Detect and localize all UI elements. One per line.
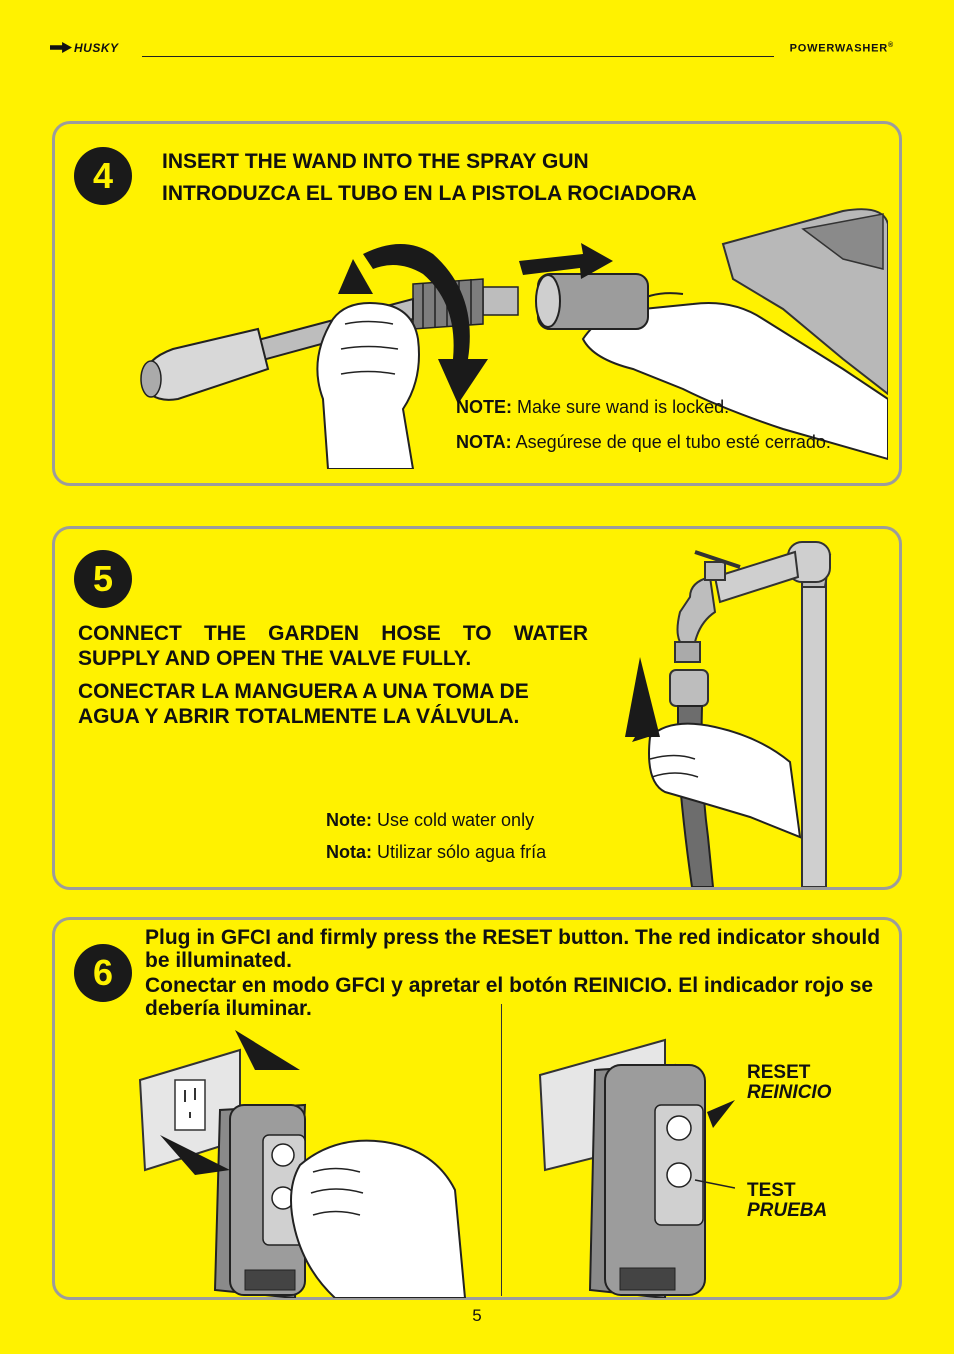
husky-logo: HUSKY [50, 41, 119, 55]
gfci-device-illustration [538, 1038, 735, 1298]
step-title-en: INSERT THE WAND INTO THE SPRAY GUN [162, 150, 589, 173]
note-en: Note: Use cold water only [326, 810, 535, 830]
gfci-plug-in-illustration [138, 1030, 467, 1298]
step-title-en: Plug in GFCI and firmly press the RESET … [145, 926, 881, 972]
reset-callout: RESET REINICIO [747, 1062, 832, 1103]
step-5-panel: 5 CONNECT THE GARDEN HOSE TO WATER SUPPL… [52, 526, 902, 890]
step-title-es: INTRODUZCA EL TUBO EN LA PISTOLA ROCIADO… [162, 182, 697, 205]
step-number: 6 [74, 944, 132, 1002]
step-title-es: Conectar en modo GFCI y apretar el botón… [145, 974, 874, 1020]
step-title-en: CONNECT THE GARDEN HOSE TO WATER SUPPLY … [78, 622, 588, 670]
test-button-icon [666, 1162, 692, 1188]
step-title-es: CONECTAR LA MANGUERA A UNA TOMA DE AGUA … [78, 680, 529, 728]
test-callout: TEST PRUEBA [747, 1180, 828, 1221]
note-es: NOTA: Asegúrese de que el tubo esté cerr… [456, 432, 831, 452]
step-4-panel: 4 INSERT THE WAND INTO THE SPRAY GUN INT… [52, 121, 902, 486]
divider [501, 1004, 502, 1296]
wand-insertion-illustration [140, 208, 888, 469]
note-es: Nota: Utilizar sólo agua fría [326, 842, 547, 862]
reset-button-icon [666, 1115, 692, 1141]
step-number: 4 [74, 147, 132, 205]
page-number: 5 [472, 1306, 482, 1325]
note-en: NOTE: Make sure wand is locked. [456, 397, 730, 417]
header-rule [142, 56, 774, 57]
husky-logo-icon [50, 42, 72, 53]
faucet-hose-illustration [625, 541, 832, 887]
brand-name: POWERWASHER® [789, 42, 894, 55]
step-number: 5 [74, 550, 132, 608]
step-6-panel: 6 Plug in GFCI and firmly press the RESE… [52, 917, 902, 1300]
page-header: HUSKY POWERWASHER® [50, 36, 894, 66]
